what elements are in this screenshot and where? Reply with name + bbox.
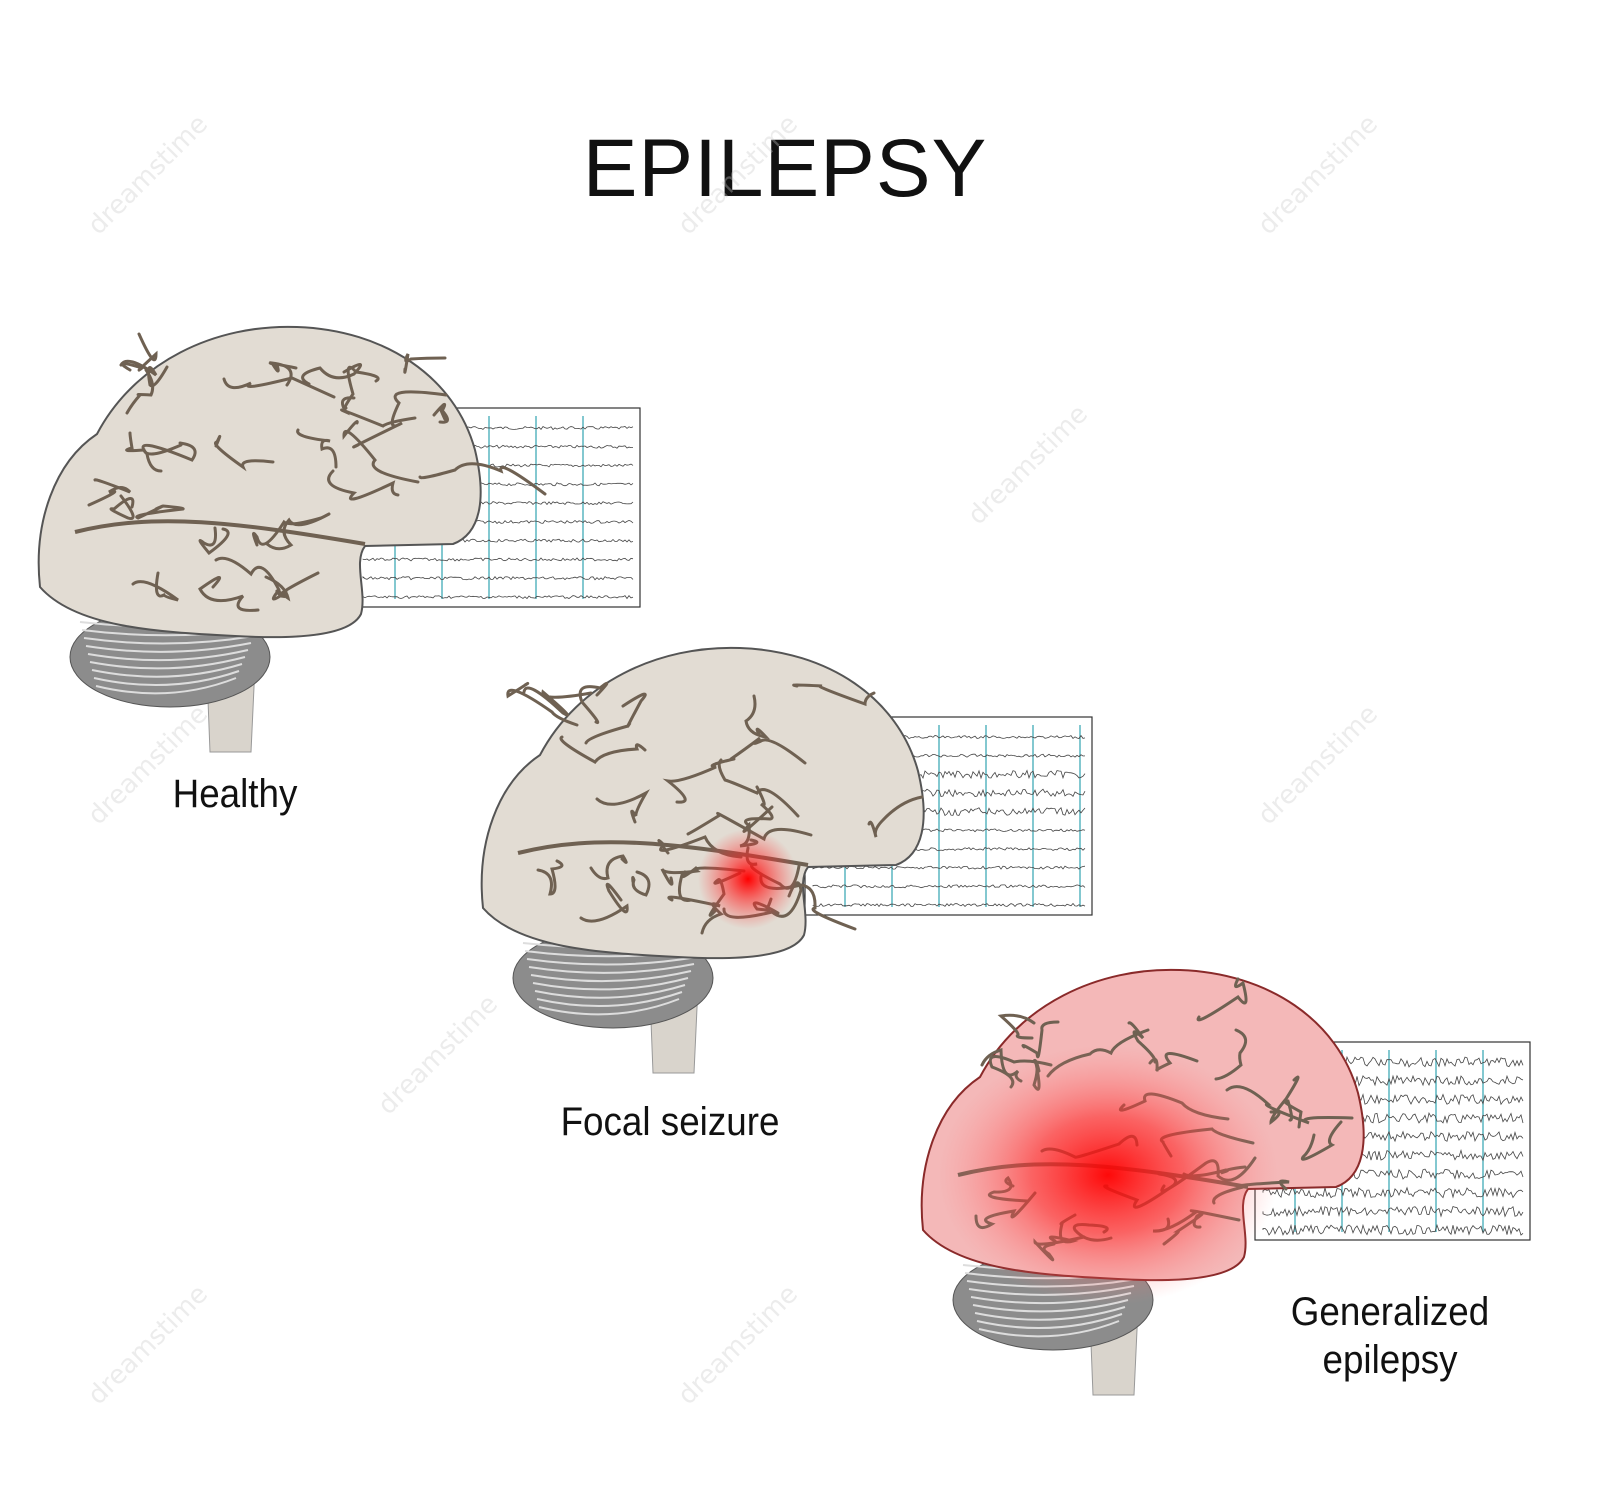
eeg-trace bbox=[362, 594, 634, 600]
brain-panel bbox=[480, 646, 1093, 1074]
cerebellum-fold bbox=[978, 1320, 1120, 1338]
sulcus bbox=[131, 571, 179, 602]
sulcus bbox=[109, 494, 135, 521]
brain-panel bbox=[920, 968, 1531, 1396]
cerebellum-fold bbox=[85, 642, 252, 653]
sulcus bbox=[1214, 1028, 1248, 1081]
label-line-2: epilepsy bbox=[1322, 1338, 1458, 1382]
cerebellum-fold bbox=[526, 956, 698, 966]
eeg-trace bbox=[812, 884, 1086, 889]
cerebellum-fold bbox=[974, 1306, 1126, 1321]
sulcus bbox=[222, 376, 336, 399]
label-line-1: Generalized bbox=[1290, 1290, 1490, 1334]
eeg-trace bbox=[1262, 1223, 1524, 1236]
cerebellum-fold bbox=[95, 677, 237, 695]
sulcus bbox=[506, 681, 579, 727]
sulcus bbox=[1021, 1020, 1060, 1059]
sulcus bbox=[340, 396, 417, 428]
sulcus bbox=[595, 789, 650, 824]
sulcus bbox=[135, 504, 185, 520]
eeg-trace bbox=[1262, 1205, 1524, 1218]
seizure-focus-glow bbox=[698, 829, 798, 929]
cerebellum-fold bbox=[536, 991, 683, 1008]
sulcus bbox=[296, 428, 338, 469]
sulcus bbox=[559, 735, 647, 764]
sulcus bbox=[214, 434, 275, 472]
cerebellum-fold bbox=[976, 1313, 1123, 1330]
brain bbox=[480, 646, 925, 1074]
cerebellum-fold bbox=[89, 656, 246, 670]
sulcus bbox=[418, 462, 547, 496]
sulcus bbox=[589, 854, 628, 880]
sulcus bbox=[1283, 1099, 1303, 1129]
sulcus bbox=[198, 526, 230, 556]
cerebellum-fold bbox=[528, 963, 695, 974]
cerebellum-fold bbox=[532, 977, 689, 991]
cerebellum-fold bbox=[83, 635, 255, 645]
sulcus bbox=[536, 859, 564, 896]
cerebellum-fold bbox=[530, 970, 692, 983]
label-focal-seizure: Focal seizure bbox=[560, 1100, 780, 1144]
sulcus bbox=[729, 736, 807, 765]
sulcus bbox=[198, 576, 260, 612]
sulcus bbox=[1300, 1120, 1343, 1161]
sulcus bbox=[432, 403, 449, 424]
generalized-seizure-glow bbox=[938, 1045, 1278, 1305]
lateral-fissure bbox=[74, 519, 366, 546]
sulcus bbox=[997, 1013, 1036, 1040]
cerebellum-fold bbox=[538, 998, 680, 1016]
cerebellum-fold bbox=[93, 670, 240, 687]
cerebellum-fold bbox=[91, 663, 243, 678]
cerebellum-fold bbox=[87, 649, 249, 662]
sulcus bbox=[403, 353, 447, 374]
brain-panel bbox=[37, 325, 641, 753]
sulcus bbox=[717, 758, 800, 818]
sulcus bbox=[301, 363, 363, 386]
diagram-title: EPILEPSY bbox=[582, 123, 988, 214]
sulcus bbox=[1196, 977, 1248, 1022]
sulcus bbox=[342, 420, 420, 484]
label-healthy: Healthy bbox=[172, 772, 298, 816]
sulcus bbox=[125, 368, 155, 415]
sulcus bbox=[686, 811, 813, 842]
sulcus bbox=[125, 431, 183, 456]
sulcus bbox=[252, 516, 323, 547]
sulcus bbox=[120, 332, 158, 372]
brain bbox=[37, 325, 547, 753]
sulcus bbox=[268, 361, 298, 387]
sulcus bbox=[662, 757, 736, 804]
label-generalized-epilepsy: Generalized epilepsy bbox=[1280, 1288, 1501, 1384]
sulcus bbox=[522, 686, 593, 717]
sulcus bbox=[744, 694, 771, 740]
eeg-trace bbox=[812, 902, 1086, 908]
sulcus bbox=[327, 469, 400, 501]
eeg-trace bbox=[1262, 1186, 1524, 1199]
sulcus bbox=[119, 359, 169, 388]
eeg-trace bbox=[362, 576, 634, 581]
sulcus bbox=[578, 681, 609, 725]
sulcus bbox=[214, 556, 288, 601]
sulcus bbox=[867, 795, 924, 838]
cerebrum bbox=[480, 646, 925, 960]
brain bbox=[920, 968, 1365, 1396]
sulcus bbox=[141, 441, 197, 473]
eeg-trace bbox=[362, 557, 634, 562]
sulcus bbox=[744, 785, 774, 828]
sulcus bbox=[1269, 1075, 1300, 1126]
sulcus bbox=[87, 478, 132, 507]
cerebellum-fold bbox=[534, 984, 686, 999]
sulcus bbox=[579, 882, 629, 923]
sulcus bbox=[792, 683, 876, 707]
eeg-trace bbox=[812, 865, 1086, 870]
sulcus bbox=[584, 692, 647, 745]
sulcus bbox=[631, 870, 651, 897]
